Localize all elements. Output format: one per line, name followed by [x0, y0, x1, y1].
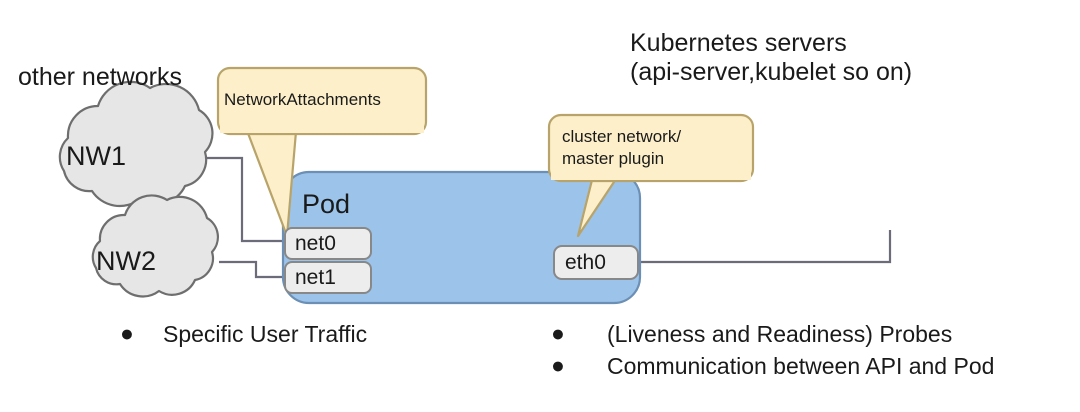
connector-nw2-to-net1 — [219, 260, 285, 279]
cluster-network-callout-bubble — [547, 113, 755, 183]
k8s-servers-heading-line2: (api-server,kubelet so on) — [630, 58, 913, 86]
bullet-marker-left-0: ● — [120, 320, 134, 346]
connector-eth0-to-k8s-servers — [638, 230, 892, 264]
cloud-label-nw2: NW2 — [96, 246, 156, 276]
pod-label: Pod — [302, 189, 351, 219]
network-attachments-callout-bubble — [216, 66, 428, 136]
cluster-network-callout-label-line2: master plugin — [562, 149, 665, 168]
bullet-text-communication-api-pod: Communication between API and Pod — [607, 353, 995, 379]
interface-label-net0: net0 — [295, 232, 336, 255]
cloud-label-nw1: NW1 — [66, 141, 126, 171]
interface-label-eth0: eth0 — [565, 251, 606, 274]
pod-box — [281, 170, 642, 305]
interface-box-net1[interactable] — [284, 261, 372, 294]
interface-box-eth0[interactable] — [553, 245, 639, 280]
bullet-text-probes: (Liveness and Readiness) Probes — [607, 321, 953, 347]
cloud-nw2 — [91, 194, 219, 298]
network-attachments-callout-label: NetworkAttachments — [224, 90, 381, 109]
bullet-marker-right-1: ● — [551, 352, 565, 378]
cloud-nw1 — [58, 80, 214, 208]
k8s-servers-heading-line1: Kubernetes servers — [630, 29, 847, 57]
bullet-text-specific-user-traffic: Specific User Traffic — [163, 321, 368, 347]
interface-box-net0[interactable] — [284, 227, 372, 260]
connector-nw1-to-net0 — [205, 156, 285, 243]
other-networks-label: other networks — [18, 63, 182, 91]
interface-label-net1: net1 — [295, 266, 336, 289]
bullet-marker-right-0: ● — [551, 320, 565, 346]
network-attachments-callout-tail — [241, 118, 299, 238]
cluster-network-callout-label-line1: cluster network/ — [562, 127, 682, 146]
